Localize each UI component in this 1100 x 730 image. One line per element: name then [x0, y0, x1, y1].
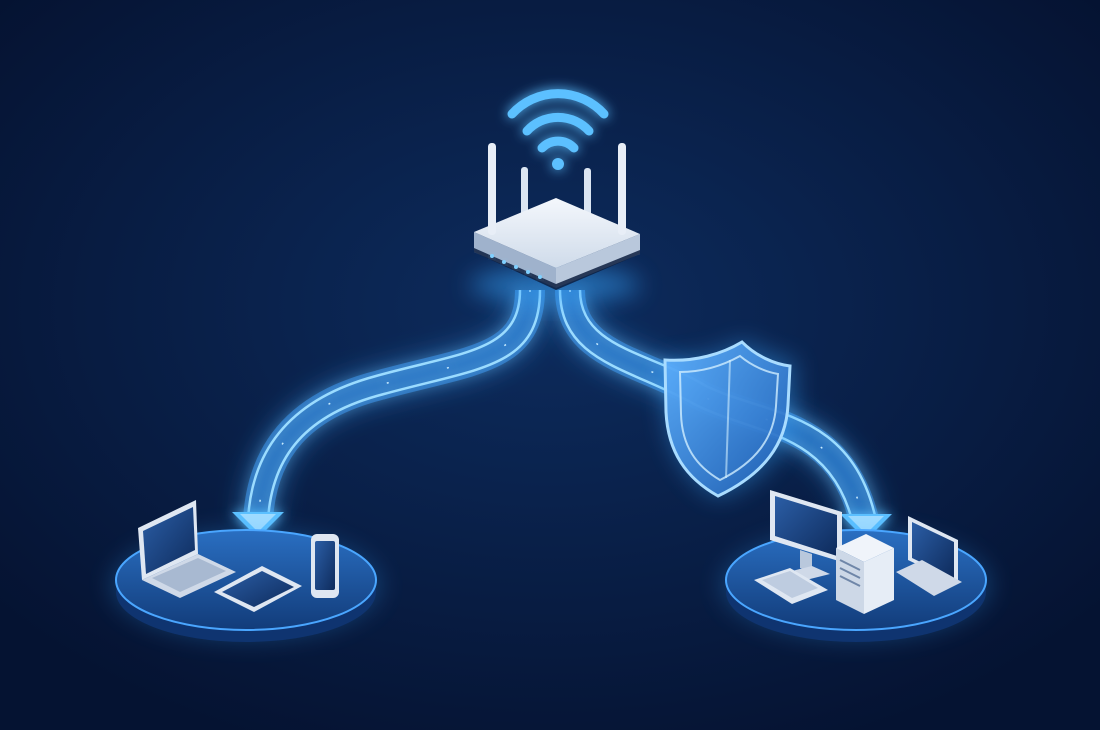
- smartphone-icon: [311, 534, 339, 598]
- laptop-icon: [896, 516, 962, 596]
- client-devices-group-right: [721, 490, 991, 642]
- router-status-leds: [490, 254, 542, 279]
- connection-left: [239, 289, 549, 522]
- wifi-signal-icon: [507, 89, 609, 170]
- wifi-router-icon: [470, 143, 640, 303]
- tablet-icon: [214, 566, 302, 612]
- arrow-down-icon: [232, 512, 284, 538]
- laptop-icon: [138, 500, 236, 598]
- client-devices-group-left: [111, 500, 381, 642]
- security-shield-icon: [663, 340, 795, 498]
- keyboard-icon: [754, 568, 828, 604]
- desktop-monitor-icon: [770, 490, 842, 580]
- server-tower-icon: [836, 534, 894, 614]
- arrow-down-icon: [840, 514, 892, 540]
